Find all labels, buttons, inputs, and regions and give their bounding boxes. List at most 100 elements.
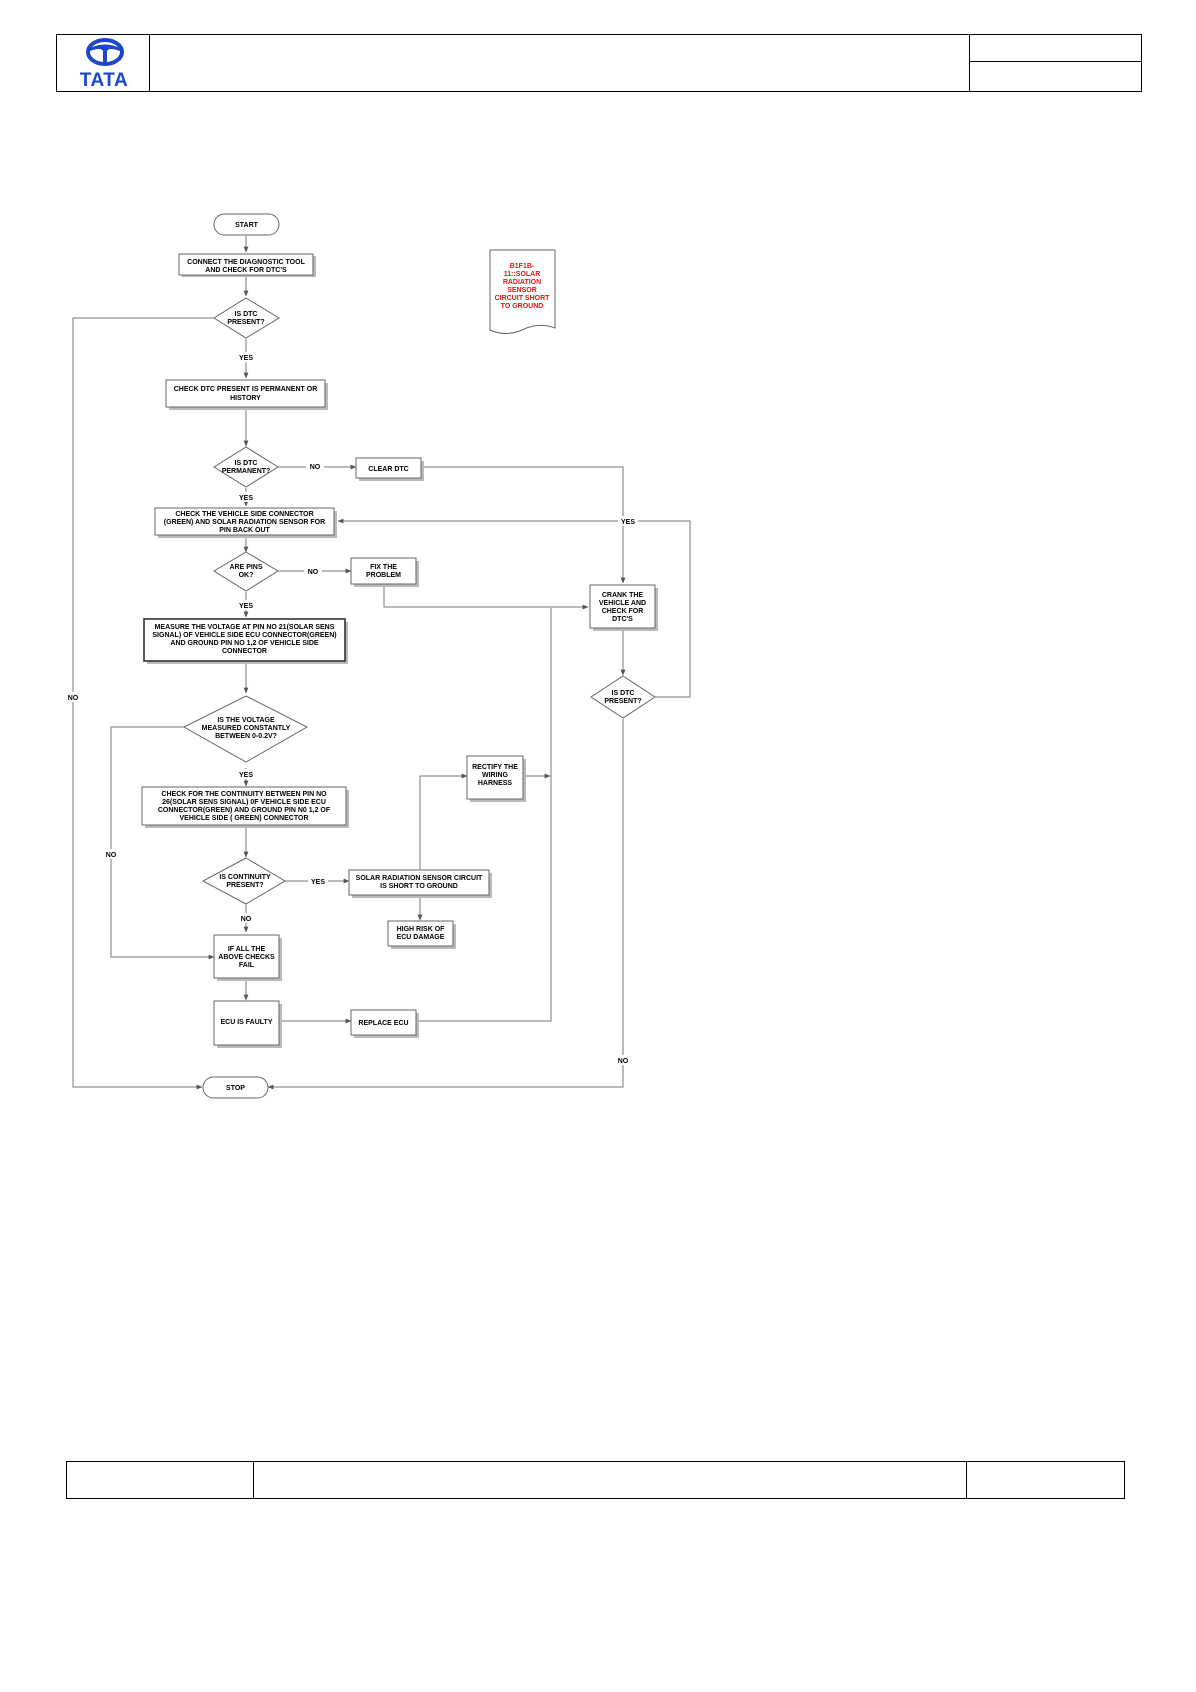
check-perm-line-1: CHECK DTC PRESENT IS PERMANENT OR — [174, 386, 318, 393]
cont-check-line-1: CHECK FOR THE CONTINUITY BETWEEN PIN NO — [161, 791, 327, 798]
cont-check-line-2: 26(SOLAR SENS SIGNAL) 0F VEHICLE SIDE EC… — [162, 799, 326, 806]
perm-q-line-2: PERMANENT? — [222, 468, 271, 475]
footer-right-cell — [966, 1462, 1124, 1498]
cont-q-line-1: IS CONTINUITY — [219, 874, 271, 881]
measure-voltage-box: MEASURE THE VOLTAGE AT PIN NO 21(SOLAR S… — [143, 618, 348, 664]
continuity-check-box: CHECK FOR THE CONTINUITY BETWEEN PIN NO … — [141, 786, 349, 828]
check-conn-line-2: (GREEN) AND SOLAR RADIATION SENSOR FOR — [164, 519, 325, 526]
dtc-present-decision-1: IS DTC PRESENT? — [213, 297, 280, 339]
no-label-perm: NO — [310, 464, 321, 471]
note-line-1: B1F1B- — [510, 263, 535, 270]
ecu-faulty-label: ECU IS FAULTY — [221, 1019, 273, 1026]
cont-check-line-4: VEHICLE SIDE ( GREEN) CONNECTOR — [180, 815, 309, 822]
note-line-5: CIRCUIT SHORT — [495, 295, 551, 302]
rectify-line-2: WIRING — [482, 772, 509, 779]
measure-line-2: SIGNAL) OF VEHICLE SIDE ECU CONNECTOR(GR… — [152, 632, 336, 639]
voltage-q-line-2: MEASURED CONSTANTLY — [202, 725, 291, 732]
voltage-decision: IS THE VOLTAGE MEASURED CONSTANTLY BETWE… — [182, 695, 309, 763]
check-permanent-box: CHECK DTC PRESENT IS PERMANENT OR HISTOR… — [165, 379, 328, 410]
all-fail-line-3: FAIL — [239, 962, 255, 969]
fix-line-2: PROBLEM — [366, 572, 401, 579]
stop-label: STOP — [226, 1085, 245, 1092]
check-perm-line-2: HISTORY — [230, 395, 261, 402]
high-risk-box: HIGH RISK OF ECU DAMAGE — [387, 920, 456, 949]
all-fail-line-2: ABOVE CHECKS — [218, 954, 275, 961]
page-footer — [66, 1461, 1125, 1499]
no-label-continuity: NO — [241, 916, 252, 923]
check-connector-box: CHECK THE VEHICLE SIDE CONNECTOR (GREEN)… — [154, 507, 337, 538]
header-info-cell — [969, 35, 1141, 91]
note-line-2: 11::SOLAR — [504, 271, 541, 278]
rectify-line-3: HARNESS — [478, 780, 513, 787]
dtc-permanent-decision: IS DTC PERMANENT? — [213, 446, 279, 488]
logo-cell: TATA — [57, 35, 150, 91]
cont-q-line-2: PRESENT? — [226, 882, 263, 889]
short-line-1: SOLAR RADIATION SENSOR CIRCUIT — [356, 875, 483, 882]
stop-terminator: STOP — [202, 1076, 269, 1099]
dtc-present-decision-2: IS DTC PRESENT? — [590, 675, 656, 719]
page-header: TATA — [56, 34, 1142, 92]
check-conn-line-1: CHECK THE VEHICLE SIDE CONNECTOR — [175, 511, 313, 518]
start-label: START — [235, 222, 259, 229]
short-to-ground-box: SOLAR RADIATION SENSOR CIRCUIT IS SHORT … — [348, 869, 492, 898]
high-risk-line-1: HIGH RISK OF — [397, 926, 446, 933]
pins-q-line-2: OK? — [239, 572, 254, 579]
high-risk-line-2: ECU DAMAGE — [397, 934, 445, 941]
yes-label-continuity: YES — [311, 879, 325, 886]
dtc-q2-line-1: IS DTC — [612, 690, 635, 697]
check-conn-line-3: PIN BACK OUT — [219, 527, 270, 534]
yes-label-dtc: YES — [239, 355, 253, 362]
footer-left-cell — [67, 1462, 254, 1498]
no-label-voltage: NO — [106, 852, 117, 859]
note-line-6: TO GROUND — [501, 303, 544, 310]
crank-vehicle-box: CRANK THE VEHICLE AND CHECK FOR DTC'S — [589, 584, 658, 631]
replace-ecu-box: REPLACE ECU — [350, 1009, 419, 1038]
pins-ok-decision: ARE PINS OK? — [213, 551, 279, 592]
tata-logo-icon: TATA — [80, 38, 128, 91]
short-line-2: IS SHORT TO GROUND — [380, 883, 458, 890]
pins-q-line-1: ARE PINS — [229, 564, 262, 571]
yes-label-loop: YES — [621, 519, 635, 526]
no-label-dtc-left: NO — [68, 695, 79, 702]
dtc-code-note: B1F1B- 11::SOLAR RADIATION SENSOR CIRCUI… — [489, 249, 556, 334]
connect-tool-box: CONNECT THE DIAGNOSTIC TOOL AND CHECK FO… — [178, 253, 316, 277]
dtc-q1-line-1: IS DTC — [235, 311, 258, 318]
voltage-q-line-3: BETWEEN 0-0.2V? — [215, 733, 277, 740]
brand-name: TATA — [80, 70, 128, 91]
continuity-decision: IS CONTINUITY PRESENT? — [201, 857, 286, 905]
yes-label-pins: YES — [239, 603, 253, 610]
voltage-q-line-1: IS THE VOLTAGE — [217, 717, 275, 724]
ecu-faulty-box: ECU IS FAULTY — [213, 1000, 282, 1048]
fix-line-1: FIX THE — [370, 564, 397, 571]
no-label-pins: NO — [308, 569, 319, 576]
all-checks-fail-box: IF ALL THE ABOVE CHECKS FAIL — [213, 934, 282, 981]
yes-label-voltage: YES — [239, 772, 253, 779]
note-line-3: RADIATION — [503, 279, 541, 286]
clear-dtc-box: CLEAR DTC — [355, 457, 424, 481]
measure-line-3: AND GROUND PIN NO 1,2 OF VEHICLE SIDE — [170, 640, 319, 647]
yes-label-perm: YES — [239, 495, 253, 502]
cont-check-line-3: CONNECTOR(GREEN) AND GROUND PIN N0 1,2 O… — [158, 807, 331, 814]
rectify-line-1: RECTIFY THE — [472, 764, 518, 771]
connector-lines — [72, 236, 691, 1090]
measure-line-4: CONNECTOR — [222, 648, 267, 655]
dtc-q1-line-2: PRESENT? — [227, 319, 264, 326]
dtc-q2-line-2: PRESENT? — [604, 698, 641, 705]
crank-line-2: VEHICLE AND — [599, 600, 646, 607]
clear-dtc-label: CLEAR DTC — [368, 466, 408, 473]
crank-line-3: CHECK FOR — [602, 608, 644, 615]
connect-line-2: AND CHECK FOR DTC'S — [205, 267, 287, 274]
edge-labels: YES NO YES NO YES YES NO YES NO YES NO N… — [64, 352, 638, 1065]
perm-q-line-1: IS DTC — [235, 460, 258, 467]
measure-line-1: MEASURE THE VOLTAGE AT PIN NO 21(SOLAR S… — [155, 624, 335, 631]
crank-line-4: DTC'S — [612, 616, 633, 623]
all-fail-line-1: IF ALL THE — [228, 946, 266, 953]
note-line-4: SENSOR — [507, 287, 537, 294]
header-divider — [970, 61, 1141, 62]
fix-problem-box: FIX THE PROBLEM — [350, 557, 419, 587]
replace-ecu-label: REPLACE ECU — [358, 1020, 408, 1027]
rectify-harness-box: RECTIFY THE WIRING HARNESS — [466, 755, 526, 802]
start-terminator: START — [213, 213, 280, 236]
crank-line-1: CRANK THE — [602, 592, 644, 599]
